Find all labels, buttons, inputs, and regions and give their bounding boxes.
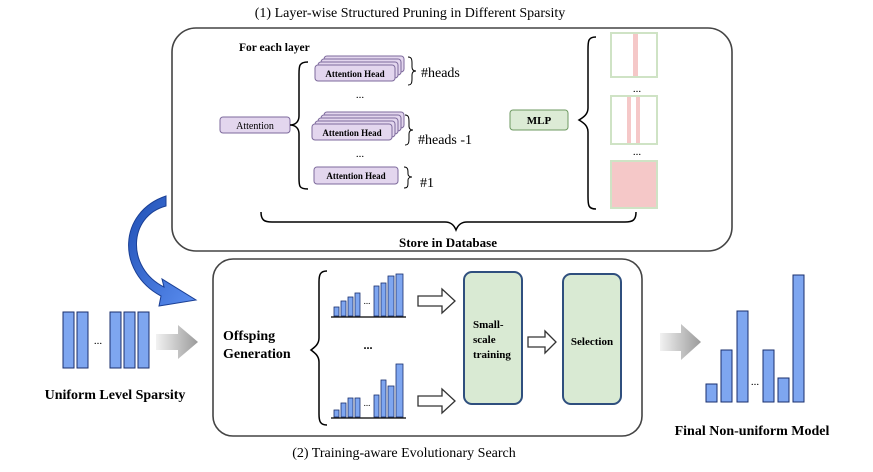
offspring-chart-1 (331, 273, 406, 318)
head-ellipsis-1: ... (356, 89, 365, 101)
head-stack-2: Attention Head (311, 111, 405, 141)
matrix-ellipsis-1: ... (633, 83, 642, 95)
gray-arrow-left (156, 325, 198, 359)
offspring-label-line2: Generation (223, 347, 291, 362)
uniform-ellipsis: ... (94, 335, 103, 347)
mlp-matrix-3 (610, 160, 658, 209)
heads-brace-3 (403, 166, 413, 189)
gray-arrow-right (660, 324, 701, 360)
attention-head-label-1: Attention Head (325, 69, 384, 79)
uniform-bars (62, 311, 150, 369)
selection-box (562, 273, 622, 405)
heads-count-label: #heads (421, 66, 460, 81)
one-head-label: #1 (420, 176, 434, 191)
small-scale-training-box (463, 271, 523, 405)
store-label: Store in Database (399, 235, 497, 250)
heads-brace-1 (407, 56, 417, 86)
mlp-brace (577, 36, 597, 210)
top-title: (1) Layer-wise Structured Pruning in Dif… (255, 6, 566, 21)
small-scale-line-2: scale (473, 334, 496, 346)
final-ellipsis: ... (751, 376, 760, 388)
offspring-ellipsis-middle: ... (364, 338, 373, 352)
mlp-label: MLP (527, 115, 552, 127)
search-panel (212, 258, 643, 437)
head-stack-1: Attention Head (314, 55, 405, 82)
offspring-ellipsis-inline-2: ... (364, 398, 371, 408)
final-bars (705, 274, 805, 403)
offspring-brace (309, 270, 328, 426)
uniform-level-label: Uniform Level Sparsity (45, 388, 186, 403)
pruning-panel (171, 27, 733, 252)
head-single: Attention Head (313, 166, 399, 185)
bottom-title: (2) Training-aware Evolutionary Search (292, 446, 516, 461)
small-scale-line-1: Small- (473, 319, 504, 331)
selection-label: Selection (571, 336, 613, 348)
heads-minus-one-label: #heads -1 (418, 133, 472, 148)
small-scale-line-3: training (473, 349, 511, 361)
heads-brace-2 (404, 114, 414, 146)
matrix-ellipsis-2: ... (633, 146, 642, 158)
flow-curve-arrow (128, 195, 198, 307)
hollow-arrow-2 (417, 387, 456, 415)
hollow-arrow-1 (417, 287, 456, 315)
offspring-chart-2 (331, 363, 406, 419)
for-each-layer-label: For each layer (239, 42, 310, 54)
attention-brace (289, 61, 309, 190)
store-brace (260, 211, 637, 233)
mlp-box (509, 109, 569, 131)
head-ellipsis-2: ... (356, 148, 365, 160)
attention-head-label-2: Attention Head (322, 128, 381, 138)
mlp-matrix-1 (610, 32, 658, 78)
hollow-arrow-3 (527, 329, 557, 355)
final-model-label: Final Non-uniform Model (675, 424, 830, 439)
attention-label: Attention (236, 121, 274, 132)
attention-head-label-3: Attention Head (326, 171, 385, 181)
mlp-matrix-2 (610, 95, 658, 145)
offspring-ellipsis-inline-1: ... (364, 296, 371, 306)
offspring-label-line1: Offsping (223, 329, 275, 344)
